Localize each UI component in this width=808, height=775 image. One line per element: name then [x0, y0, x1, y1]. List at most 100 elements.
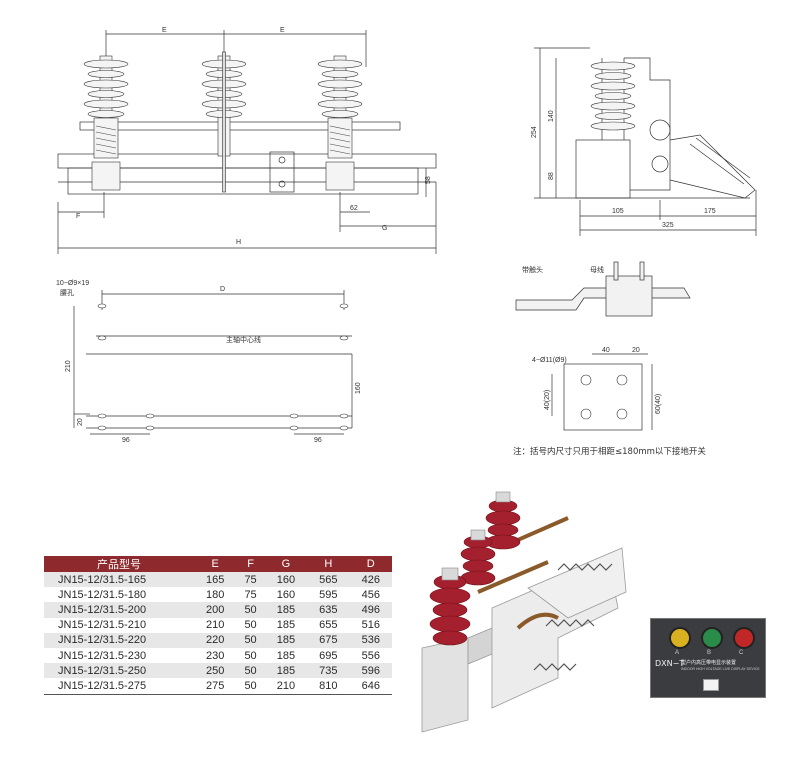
cell-f: 50	[244, 649, 257, 662]
dim-h: H	[236, 239, 241, 246]
hole-pattern-drawing: 4−Ø11(Ø9) 40 20 40(20) 60(40)	[532, 347, 662, 431]
dim-62: 62	[350, 205, 358, 212]
cell-e: 220	[194, 632, 237, 648]
cell-e: 230	[206, 649, 225, 662]
cell-d: 536	[349, 632, 392, 648]
header-e: E	[194, 556, 237, 572]
dim-325: 325	[662, 222, 674, 229]
dim-20: 20	[77, 418, 84, 426]
lamp-a	[669, 627, 691, 649]
dim-254: 254	[531, 126, 538, 138]
cell-e: 165	[194, 572, 237, 588]
cell-model: JN15-12/31.5-220	[44, 632, 194, 648]
cell-f: 75	[244, 588, 257, 601]
cell-h: 735	[307, 663, 350, 679]
cell-g: 185	[276, 619, 296, 632]
cell-g: 160	[264, 572, 308, 588]
cell-h: 695	[319, 649, 338, 662]
cell-g: 160	[276, 588, 296, 601]
cell-f: 50	[236, 602, 265, 618]
panel-title: DXN−T	[655, 659, 685, 668]
cell-f: 75	[236, 572, 265, 588]
cell-h: 675	[307, 632, 350, 648]
cell-e: 275	[194, 678, 237, 695]
product-photo	[421, 491, 627, 733]
dim-g: G	[382, 225, 387, 232]
cell-e: 210	[206, 619, 225, 632]
panel-small-text: INDOOR HIGH VOLTAGE LIVE DISPLAY DEVICE	[681, 667, 760, 671]
dim-175: 175	[704, 208, 716, 215]
dim-96-right: 96	[314, 437, 322, 444]
panel-test-button[interactable]	[703, 679, 719, 691]
lamp-b	[701, 627, 723, 649]
cell-g: 185	[264, 632, 308, 648]
cable-contact-label: 带触头	[522, 265, 543, 274]
cell-d: 456	[361, 588, 380, 601]
cell-h: 565	[307, 572, 350, 588]
base-plan-drawing: 10−Ø9×19 腰孔 D 主轴中心线 210 160 20 96 96	[56, 280, 362, 444]
connector-detail-drawing: 带触头 母线	[515, 261, 691, 317]
cell-model: JN15-12/31.5-180	[58, 588, 147, 601]
cell-d: 556	[361, 649, 380, 662]
cell-model: JN15-12/31.5-200	[44, 602, 194, 618]
dim-40-20: 40(20)	[544, 390, 551, 410]
cell-d: 426	[349, 572, 392, 588]
lamp-label-a: A	[675, 650, 680, 656]
cell-model: JN15-12/31.5-165	[44, 572, 194, 588]
slot-hole-label: 腰孔	[60, 289, 74, 297]
dim-105: 105	[612, 208, 624, 215]
table-header-row: 产品型号 E F G H D	[44, 556, 392, 572]
cell-f: 50	[236, 632, 265, 648]
lamp-c	[733, 627, 755, 649]
dim-60-40: 60(40)	[655, 394, 662, 414]
header-f: F	[236, 556, 265, 572]
table-row: JN15-12/31.5-180 180 75 160 595 456	[44, 587, 392, 602]
cell-model: JN15-12/31.5-210	[58, 619, 147, 632]
cell-e: 200	[194, 602, 237, 618]
cell-h: 655	[319, 619, 338, 632]
dim-140: 140	[548, 110, 555, 122]
cell-d: 596	[349, 663, 392, 679]
cell-g: 185	[264, 663, 308, 679]
busbar-label: 母线	[590, 265, 604, 274]
cell-h: 595	[319, 588, 338, 601]
dim-e-left: E	[162, 27, 167, 34]
dimension-note: 注：括号内尺寸只用于相距≤180mm以下接地开关	[513, 447, 706, 457]
hole-spec-label: 10−Ø9×19	[56, 280, 89, 287]
lamp-label-c: C	[739, 650, 744, 656]
header-model: 产品型号	[44, 556, 194, 572]
cell-model: JN15-12/31.5-250	[44, 663, 194, 679]
cell-e: 180	[206, 588, 225, 601]
header-h: H	[307, 556, 350, 572]
dim-f: F	[76, 213, 80, 220]
cell-h: 635	[307, 602, 350, 618]
dim-e-right: E	[280, 27, 285, 34]
cell-g: 210	[264, 678, 308, 695]
dim-160: 160	[355, 382, 362, 394]
lamp-label-b: B	[707, 650, 712, 656]
cell-h: 810	[307, 678, 350, 695]
insulator-group	[83, 51, 363, 193]
dim-20-top: 20	[632, 347, 640, 354]
dim-40: 40	[602, 347, 610, 354]
dim-88: 88	[548, 172, 555, 180]
panel-subtitle: 型户内高压带电显示装置	[681, 660, 737, 666]
cell-g: 185	[264, 602, 308, 618]
cell-model: JN15-12/31.5-230	[58, 649, 147, 662]
header-d: D	[349, 556, 392, 572]
header-g: G	[264, 556, 308, 572]
cell-d: 516	[361, 619, 380, 632]
cell-d: 496	[349, 602, 392, 618]
cell-f: 50	[236, 678, 265, 695]
shaft-axis-label: 主轴中心线	[226, 335, 261, 344]
cell-d: 646	[349, 678, 392, 695]
indicator-panel: A B C DXN−T 型户内高压带电显示装置 INDOOR HIGH VOLT…	[650, 618, 766, 698]
dim-96-left: 96	[122, 437, 130, 444]
cell-model: JN15-12/31.5-275	[44, 678, 194, 695]
